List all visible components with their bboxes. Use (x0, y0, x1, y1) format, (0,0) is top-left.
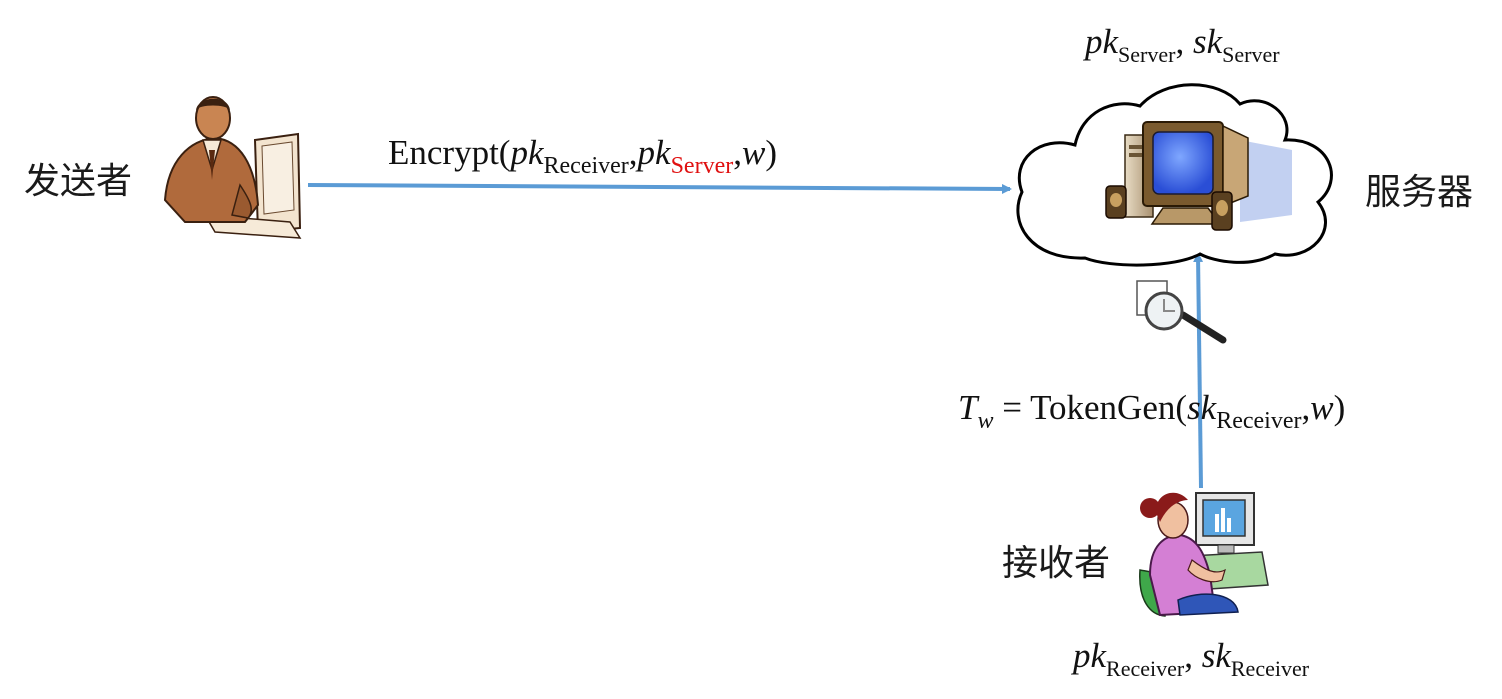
encrypt-label: Encrypt(pkReceiver,pkServer,w) (388, 133, 777, 179)
token-label: Tw = TokenGen(skReceiver,w) (958, 388, 1346, 434)
server-keys-label: pkServer, skServer (1085, 22, 1280, 67)
server-pk: pk (1085, 22, 1119, 61)
encrypt-w: w (741, 133, 766, 172)
receiver-sk: sk (1201, 636, 1231, 675)
token-comma: , (1301, 388, 1311, 427)
server-sk-sub: Server (1222, 42, 1280, 67)
receiver-keys-label: pkReceiver, skReceiver (1073, 636, 1309, 681)
encrypt-pk1: pk (510, 133, 544, 172)
encrypt-close: ) (765, 133, 777, 172)
server-sk: sk (1192, 22, 1223, 61)
token-close: ) (1333, 388, 1346, 427)
token-arrow (1193, 252, 1204, 489)
server-label: 服务器 (1365, 172, 1474, 213)
token-w: w (1310, 388, 1334, 427)
sender-person-computer-icon (163, 96, 302, 239)
token-sk-sub: Receiver (1216, 408, 1302, 434)
server-computer-icon (1105, 121, 1292, 231)
encrypt-pk2-sub: Server (670, 153, 734, 179)
encrypt-comma2: , (733, 133, 742, 172)
encrypt-func: Encrypt( (388, 133, 511, 172)
receiver-pk: pk (1073, 636, 1107, 675)
receiver-person-computer-icon (1139, 492, 1269, 617)
encrypt-pk2: pk (637, 133, 671, 172)
receiver-keys-sep: , (1184, 636, 1202, 675)
encrypt-pk1-sub: Receiver (543, 153, 629, 179)
receiver-sk-sub: Receiver (1230, 656, 1310, 681)
token-T-sub: w (977, 408, 994, 434)
server-keys-sep: , (1175, 22, 1193, 61)
token-sk: sk (1187, 388, 1217, 427)
search-document-icon (1136, 280, 1227, 344)
sender-label: 发送者 (24, 161, 133, 202)
encrypt-comma1: , (628, 133, 638, 172)
receiver-label: 接收者 (1002, 543, 1111, 584)
receiver-pk-sub: Receiver (1106, 656, 1185, 681)
encrypt-arrow (307, 183, 1012, 194)
token-eq: = TokenGen( (993, 388, 1188, 427)
server-pk-sub: Server (1118, 42, 1176, 67)
token-T: T (958, 388, 978, 427)
